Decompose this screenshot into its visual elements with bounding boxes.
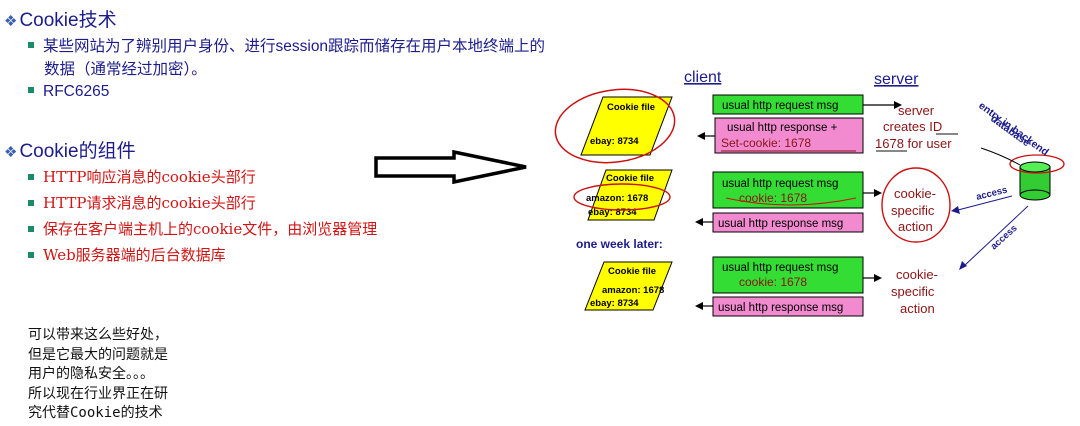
note-line: 可以带来这么些好处， bbox=[28, 327, 168, 343]
bullet-text: 某些网站为了辨别用户身份、进行session跟踪而储存在用户本地终端上的 bbox=[43, 38, 546, 55]
response-line1: usual http response + bbox=[727, 122, 838, 134]
square-bullet-icon bbox=[28, 251, 34, 258]
cookie-file-ebay: ebay: 8734 bbox=[588, 207, 637, 218]
cookie-specific-line: specific bbox=[891, 203, 935, 218]
cookie-line: cookie: 1678 bbox=[739, 191, 807, 205]
component-text: 保存在客户端主机上的cookie文件，由浏览器管理 bbox=[43, 220, 378, 238]
database-icon bbox=[1019, 161, 1051, 201]
square-bullet-icon bbox=[28, 225, 34, 232]
component-item: HTTP响应消息的cookie头部行 bbox=[28, 166, 256, 187]
server-creates-line: creates ID bbox=[883, 119, 942, 134]
one-week-later-label: one week later: bbox=[576, 237, 663, 251]
diamond-bullet-icon: ❖ bbox=[4, 144, 18, 161]
note-line: 究代替Cookie的技术 bbox=[28, 405, 163, 421]
cookie-specific-line: cookie- bbox=[896, 267, 938, 282]
cookie-file-2: Cookie file amazon: 1678 ebay: 8734 bbox=[573, 169, 673, 221]
request-msg-text: usual http request msg bbox=[722, 178, 838, 190]
component-item: 保存在客户端主机上的cookie文件，由浏览器管理 bbox=[28, 218, 377, 239]
arrow-icon bbox=[951, 206, 960, 214]
speaker-note: 可以带来这么些好处， 但是它最大的问题就是 用户的隐私安全。。。 所以现在行业界… bbox=[28, 326, 168, 424]
cookie-specific-line: cookie- bbox=[894, 186, 936, 201]
big-right-arrow-icon bbox=[374, 150, 527, 184]
note-line: 但是它最大的问题就是 bbox=[28, 346, 168, 363]
note-line: 用户的隐私安全。。。 bbox=[28, 366, 154, 382]
cookie-file-ebay: ebay: 8734 bbox=[590, 136, 639, 147]
request-cookie-box bbox=[712, 171, 864, 209]
request-msg-text: usual http request msg bbox=[722, 262, 838, 274]
red-circle-annotation bbox=[1009, 154, 1065, 174]
arrow-right-icon bbox=[874, 274, 882, 282]
bullet-text: 数据（通常经过加密）。 bbox=[44, 61, 207, 78]
set-cookie-line: Set-cookie: 1678 bbox=[721, 136, 811, 150]
section1-title-text: Cookie技术 bbox=[19, 10, 117, 31]
bullet-rfc: RFC6265 bbox=[28, 83, 109, 101]
cookie-file-ebay: ebay: 8734 bbox=[590, 298, 639, 309]
diamond-bullet-icon: ❖ bbox=[4, 13, 18, 30]
arrow-left-icon bbox=[695, 302, 703, 310]
server-creates-line: 1678 for user bbox=[875, 136, 952, 151]
cookie-file-title: Cookie file bbox=[606, 173, 654, 184]
cookie-line: cookie: 1678 bbox=[739, 275, 807, 289]
square-bullet-icon bbox=[28, 173, 34, 180]
square-bullet-icon bbox=[28, 87, 34, 94]
square-bullet-icon bbox=[28, 42, 34, 49]
square-bullet-icon bbox=[28, 199, 34, 206]
red-circle-annotation bbox=[573, 183, 671, 211]
cookie-file-amazon: amazon: 1678 bbox=[602, 285, 664, 296]
cookie-file-3: Cookie file amazon: 1678 ebay: 8734 bbox=[584, 261, 673, 311]
client-label: client bbox=[684, 69, 722, 86]
bullet-definition: 某些网站为了辨别用户身份、进行session跟踪而储存在用户本地终端上的 bbox=[28, 34, 545, 56]
cookie-specific-line: specific bbox=[891, 284, 935, 299]
note-line: 所以现在行业界正在研 bbox=[28, 385, 168, 402]
response-msg-text: usual http response msg bbox=[718, 302, 843, 314]
bullet-text: RFC6265 bbox=[43, 83, 110, 100]
request-cookie-box bbox=[712, 256, 864, 294]
section-title-cookie-components: ❖Cookie的组件 bbox=[4, 136, 136, 163]
section2-title-text: Cookie的组件 bbox=[19, 141, 136, 162]
arrow-left-icon bbox=[697, 132, 705, 140]
red-circle-annotation bbox=[881, 167, 951, 243]
red-underline-annotation bbox=[725, 197, 857, 206]
response-msg-text: usual http response msg bbox=[718, 218, 843, 230]
server-creates-line: server bbox=[898, 103, 935, 118]
cookie-diagram: client server Cookie file ebay: 8734 Coo… bbox=[540, 60, 1080, 322]
component-item: Web服务器端的后台数据库 bbox=[28, 244, 226, 265]
component-text: HTTP请求消息的cookie头部行 bbox=[43, 194, 256, 212]
server-label: server bbox=[874, 71, 919, 88]
arrow-right-icon bbox=[894, 101, 902, 109]
cookie-specific-line: action bbox=[898, 219, 933, 234]
arrow-right-icon bbox=[874, 189, 882, 197]
section-title-cookie-tech: ❖Cookie技术 bbox=[4, 5, 117, 32]
cookie-file-1: Cookie file ebay: 8734 bbox=[554, 88, 676, 164]
cookie-specific-line: action bbox=[900, 301, 935, 316]
red-circle-annotation bbox=[554, 88, 676, 164]
arrow-icon bbox=[959, 261, 967, 270]
cookie-file-title: Cookie file bbox=[607, 102, 655, 113]
arrow-left-icon bbox=[695, 218, 703, 226]
bullet-definition-cont: 数据（通常经过加密）。 bbox=[44, 57, 207, 79]
component-item: HTTP请求消息的cookie头部行 bbox=[28, 192, 256, 213]
component-text: HTTP响应消息的cookie头部行 bbox=[43, 168, 256, 186]
request-msg-text: usual http request msg bbox=[722, 100, 838, 112]
component-text: Web服务器端的后台数据库 bbox=[43, 246, 226, 264]
cookie-file-amazon: amazon: 1678 bbox=[586, 193, 648, 204]
cookie-file-title: Cookie file bbox=[608, 266, 656, 277]
